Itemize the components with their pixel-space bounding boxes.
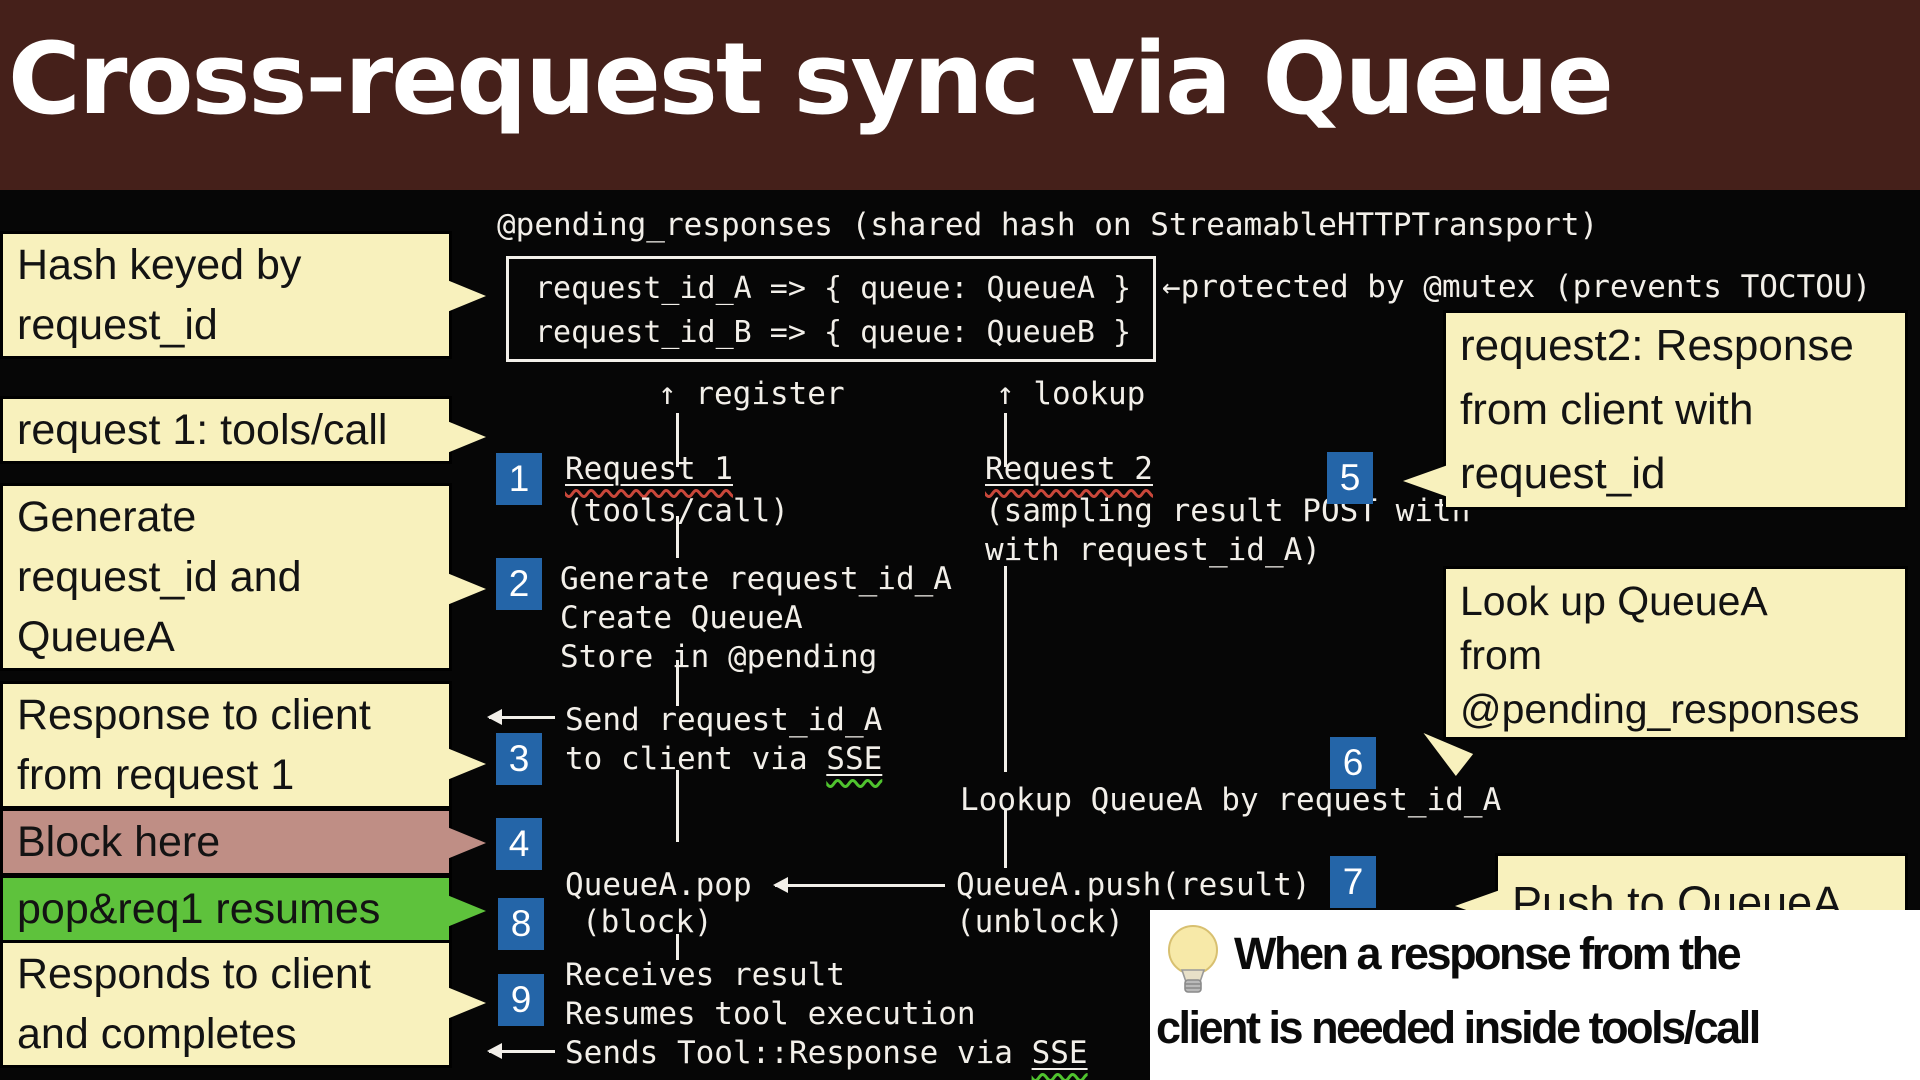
note-line: Look up QueueA [1460, 578, 1768, 624]
lifeline-request1 [676, 934, 679, 960]
step-badge-5: 5 [1327, 452, 1373, 504]
note-tail [447, 987, 486, 1019]
block-label: (block) [582, 904, 713, 940]
hash-entry: request_id_B => { queue: QueueB } [535, 315, 1132, 350]
step-badge-7: 7 [1330, 856, 1376, 908]
pending-responses-label: @pending_responses (shared hash on Strea… [497, 207, 1599, 243]
note-pop-resumes: pop&req1 resumes [0, 875, 486, 943]
step-badge-4: 4 [496, 818, 542, 870]
arrow-left-icon [487, 709, 555, 725]
note-line: from request 1 [17, 751, 295, 799]
request2-title: Request 2 [985, 451, 1153, 487]
note-tail [447, 421, 486, 453]
note-line: request_id [17, 301, 218, 349]
note-line: from [1460, 632, 1542, 678]
note-line: pop&req1 resumes [17, 885, 381, 933]
mutex-note: ←protected by @mutex (prevents TOCTOU) [1162, 269, 1872, 305]
request1-subtitle: (tools/call) [565, 493, 789, 529]
step-badge-3: 3 [496, 733, 542, 785]
lifeline-request1 [676, 770, 679, 842]
step-badge-6: 6 [1330, 737, 1376, 789]
queue-push: QueueA.push(result) [956, 867, 1311, 903]
finish-line: Resumes tool execution [565, 996, 976, 1032]
note-line: @pending_responses [1460, 686, 1860, 732]
lifeline-request1 [676, 413, 679, 467]
note-tail [447, 748, 486, 780]
note-tail [447, 827, 486, 859]
lifeline-request1 [676, 660, 679, 706]
note-request2-response: request2: Response from client with requ… [1403, 310, 1908, 510]
hash-entry: request_id_A => { queue: QueueA } [535, 271, 1132, 306]
note-hash-keyed: Hash keyed by request_id [0, 231, 486, 359]
note-line: Responds to client [17, 950, 371, 998]
tip-text-line: client is needed inside tools/call [1156, 1002, 1761, 1053]
lookup-label: ↑ lookup [996, 376, 1146, 412]
note-responds-completes: Responds to client and completes [0, 940, 486, 1068]
lifeline-request2 [1004, 566, 1007, 772]
step-badge-2: 2 [496, 558, 542, 610]
hash-box: request_id_A => { queue: QueueA } reques… [506, 256, 1156, 362]
tip-text-line: When a response from the [1234, 928, 1742, 979]
send-line2: to client via SSE [565, 741, 883, 777]
note-tail [447, 895, 486, 927]
arrow-left-icon [773, 877, 945, 893]
step-badge-9: 9 [498, 974, 544, 1026]
note-line: QueueA [17, 613, 175, 661]
register-label: ↑ register [658, 376, 845, 412]
finish-line: Receives result [565, 957, 845, 993]
lifeline-request2 [1004, 413, 1007, 467]
request1-title: Request 1 [565, 451, 733, 487]
note-line: and completes [17, 1010, 297, 1058]
lookup-queue-line: Lookup QueueA by request_id_A [960, 782, 1502, 818]
request2-subtitle: with request_id_A) [985, 532, 1321, 568]
step2-line: Create QueueA [560, 600, 803, 636]
page-title: Cross-request sync via Queue [8, 22, 1614, 137]
unblock-label: (unblock) [956, 904, 1124, 940]
note-generate: Generate request_id and QueueA [0, 483, 486, 671]
title-bar: Cross-request sync via Queue [0, 0, 1920, 190]
note-line: request_id and [17, 553, 302, 601]
note-block-here: Block here [0, 808, 486, 876]
note-lookup-queue: Look up QueueA from @pending_responses [1414, 566, 1908, 777]
note-response-to-client: Response to client from request 1 [0, 681, 486, 809]
note-line: request 1: tools/call [17, 406, 388, 454]
note-tail [447, 573, 486, 605]
lifeline-request2 [1004, 810, 1007, 868]
finish-line: Sends Tool::Response via SSE [565, 1035, 1088, 1071]
step2-line: Store in @pending [560, 639, 878, 675]
note-line: Hash keyed by [17, 241, 302, 289]
send-line1: Send request_id_A [565, 702, 883, 738]
step2-line: Generate request_id_A [560, 561, 952, 597]
note-line: Response to client [17, 691, 371, 739]
note-tail [447, 280, 486, 312]
lifeline-request1 [676, 516, 679, 558]
step-badge-1: 1 [496, 453, 542, 505]
note-line: request2: Response [1460, 321, 1854, 370]
note-tail [1403, 465, 1448, 497]
arrow-left-icon [487, 1043, 555, 1059]
step-badge-8: 8 [498, 898, 544, 950]
tip-box: When a response from the client is neede… [1150, 910, 1920, 1080]
queue-pop: QueueA.pop [565, 867, 752, 903]
note-line: from client with [1460, 385, 1754, 434]
note-line: Generate [17, 493, 197, 541]
note-line: Block here [17, 818, 221, 866]
note-request1-tools-call: request 1: tools/call [0, 396, 486, 464]
note-line: request_id [1460, 449, 1666, 498]
request2-subtitle: (sampling result POST with [985, 493, 1471, 529]
lightbulb-icon [1168, 925, 1218, 993]
